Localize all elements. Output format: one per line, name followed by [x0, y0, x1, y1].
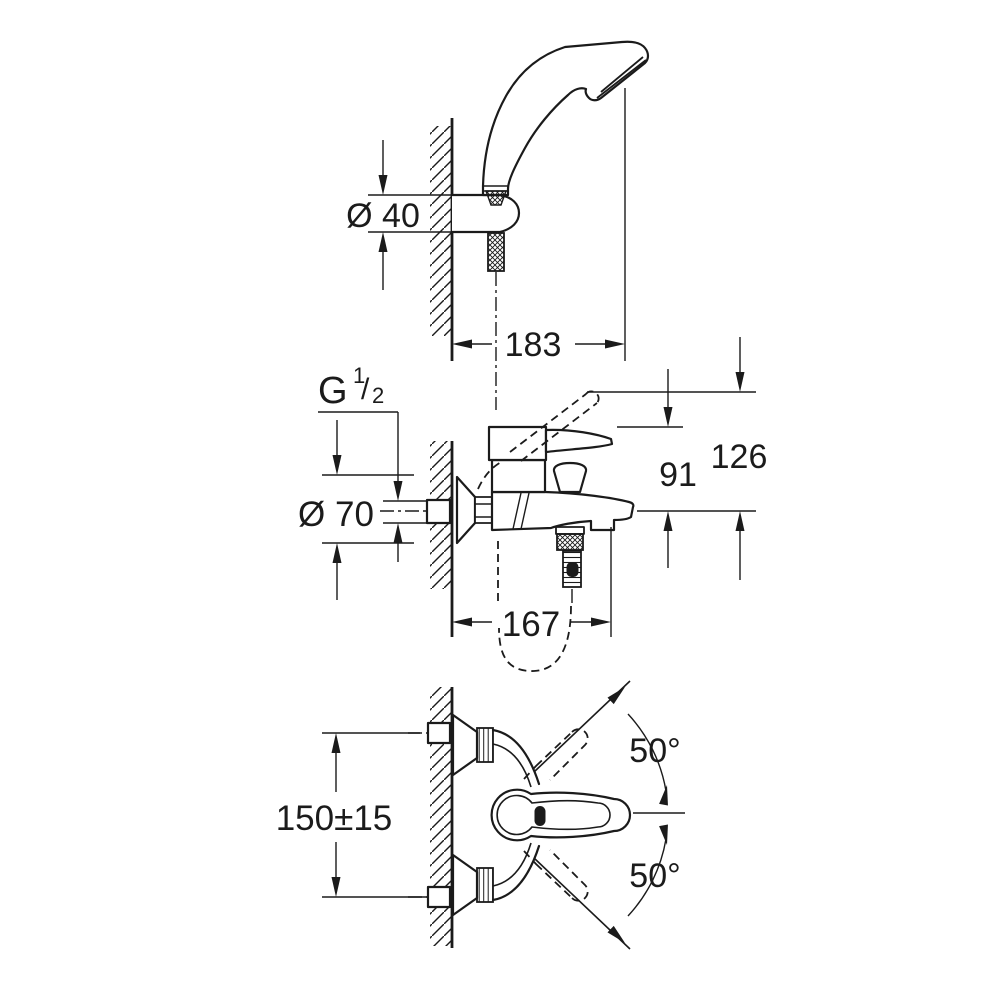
dimension-wall-to-head: 183 — [452, 88, 626, 364]
lever-mark — [534, 806, 546, 826]
mixer-body-spout — [490, 490, 635, 532]
wall-union-nut — [426, 885, 452, 909]
lower-wall-union — [408, 853, 494, 917]
hose-loop-dashed — [498, 605, 572, 672]
mixer-side-view: G 1 / 2 Ø 70 91 126 — [298, 337, 767, 672]
height-126-label: 126 — [711, 438, 768, 476]
lever-blade — [544, 428, 614, 454]
swing-arc-upper — [627, 713, 667, 792]
union-hex-nut — [474, 496, 493, 524]
shower-face-lines — [596, 56, 647, 99]
hex-flats — [475, 503, 492, 518]
hand-shower-body — [481, 40, 650, 197]
dimension-connection-distance: 150±15 — [276, 732, 427, 898]
hose-detail — [566, 562, 579, 577]
escutcheon-diameter-label: Ø 70 — [298, 495, 374, 534]
hose-nut — [556, 533, 584, 551]
swing-angle-lower-label: 50° — [629, 857, 680, 895]
height-91-label: 91 — [659, 456, 697, 494]
body-wing-lower-inner — [492, 842, 532, 887]
dimension-holder-diameter: Ø 40 — [346, 140, 452, 290]
connection-distance-label: 150±15 — [276, 799, 393, 838]
escutcheon-cone — [455, 475, 477, 545]
shower-cone-nut — [485, 190, 507, 206]
shower-hose-connection — [498, 526, 585, 672]
hose-ferrule — [487, 232, 505, 272]
escutcheon-cone — [451, 853, 479, 917]
diverter-knob — [552, 461, 588, 494]
thread-size-label: G 1 / 2 — [318, 363, 384, 412]
body-wing-lower — [491, 844, 541, 902]
union-nut — [476, 727, 494, 763]
lever-top-inner — [496, 794, 611, 836]
upper-wall-union — [408, 713, 494, 777]
hand-shower-view: Ø 40 183 — [346, 40, 650, 410]
wall-hatch — [430, 687, 452, 946]
wall-union-nut — [426, 721, 452, 745]
mixer-top-view: 50° 50° 150±15 — [276, 680, 685, 950]
escutcheon-cone — [451, 713, 479, 777]
reach-label: 167 — [502, 605, 560, 644]
swing-angle-upper-label: 50° — [629, 732, 680, 770]
swing-angle-annotation: 50° 50° — [533, 680, 685, 950]
wall-union-nut — [425, 498, 452, 525]
swing-arc-lower — [627, 838, 667, 917]
union-nut — [476, 867, 494, 903]
wall-to-head-label: 183 — [505, 326, 562, 364]
dimension-thread-size: G 1 / 2 — [318, 363, 403, 562]
shower-holder — [452, 193, 521, 234]
nut-extension-lines — [383, 500, 427, 524]
cartridge-housing — [490, 458, 547, 494]
dimension-heights: 91 126 — [587, 337, 767, 580]
body-wing-upper — [491, 728, 541, 786]
holder-diameter-label: Ø 40 — [346, 197, 420, 235]
body-seam-lines — [512, 492, 530, 530]
wall-hatch — [430, 126, 452, 336]
body-wing-upper-inner — [492, 743, 532, 788]
lever-swing-dashed — [523, 728, 589, 902]
dimension-escutcheon-diameter: Ø 70 — [298, 420, 414, 600]
dimension-reach: 167 — [452, 527, 612, 644]
